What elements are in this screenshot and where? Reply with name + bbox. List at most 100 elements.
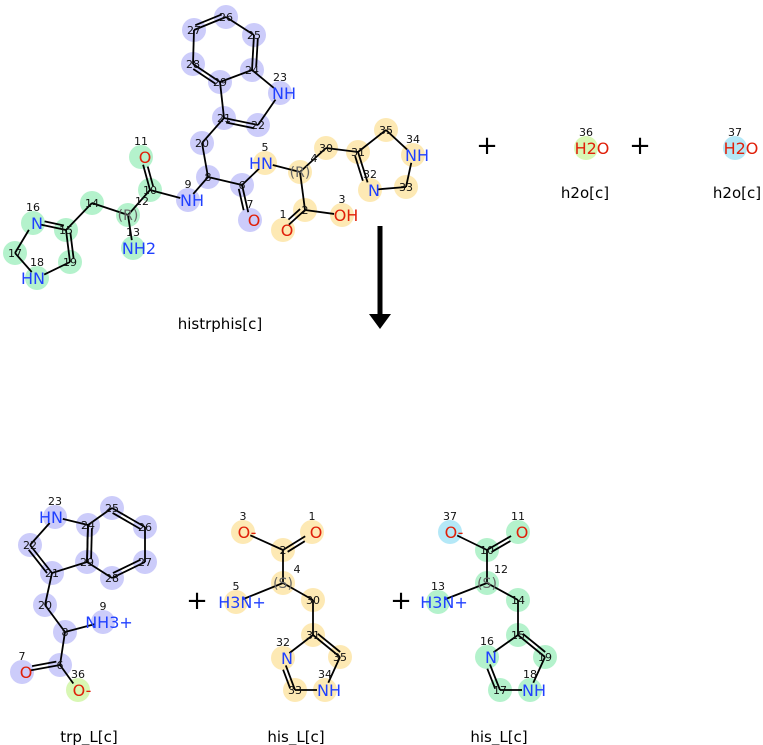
bond <box>517 634 546 658</box>
atom-highlight <box>574 136 598 160</box>
bond <box>142 164 151 191</box>
bond <box>312 634 341 658</box>
bond <box>192 176 209 195</box>
bond <box>29 544 53 574</box>
atom-number: 3 <box>240 510 247 523</box>
bond <box>219 69 253 83</box>
bond <box>40 223 67 231</box>
atom-number: 20 <box>38 599 52 612</box>
atom-label: O <box>281 221 294 240</box>
atom-number: 12 <box>494 563 508 576</box>
atom-label: N <box>368 181 380 200</box>
atom-label: O <box>310 523 323 542</box>
atom-number: 5 <box>262 141 269 154</box>
atom-label: O- <box>238 523 257 542</box>
atom-number: 14 <box>511 594 525 607</box>
atom-label: O <box>248 211 261 230</box>
double-bond <box>522 633 546 653</box>
atom-number: 27 <box>138 556 152 569</box>
atom-number: 31 <box>306 629 320 642</box>
atom-label: NH3+ <box>85 613 133 632</box>
atom-highlight <box>518 678 542 702</box>
atom-highlight <box>475 645 499 669</box>
atom-number: 35 <box>379 124 393 137</box>
bond <box>532 656 546 684</box>
double-bond <box>287 208 301 221</box>
bond <box>377 186 407 191</box>
atom-number: 35 <box>333 651 347 664</box>
bond <box>87 507 113 526</box>
bond <box>288 209 306 226</box>
double-bond <box>354 155 364 181</box>
bond <box>111 507 146 528</box>
atom-label: HN <box>21 269 45 288</box>
atom-label: N <box>485 648 497 667</box>
bond <box>257 99 277 126</box>
atom-number: 22 <box>251 119 265 132</box>
bond <box>486 535 512 551</box>
atom-number: 4 <box>294 563 301 576</box>
atom-label: OH <box>334 206 359 225</box>
atom-number: 29 <box>80 556 94 569</box>
double-bond <box>486 668 497 690</box>
atom-number: 37 <box>728 126 742 139</box>
atom-label: NH2 <box>122 239 156 258</box>
bond <box>288 634 314 654</box>
atom-number: 1 <box>280 208 287 221</box>
bond <box>405 162 413 188</box>
bond <box>192 63 221 83</box>
plus-sign: + <box>390 586 412 616</box>
atom-highlight <box>271 646 295 670</box>
atom-label: H2O <box>575 139 610 158</box>
atom-number: 36 <box>579 126 593 139</box>
double-bond <box>194 13 223 26</box>
atom-number: 13 <box>126 226 140 239</box>
bond <box>64 623 96 633</box>
atom-label: H2O <box>724 139 759 158</box>
atom-label: HN <box>249 154 273 173</box>
atom-number: 29 <box>213 76 227 89</box>
bond <box>219 81 225 119</box>
bond <box>59 664 75 685</box>
atom-number: 11 <box>511 510 525 523</box>
atom-number: 10 <box>143 184 157 197</box>
atom-highlight <box>330 203 354 227</box>
molecule-name-h2o: h2o[c] <box>713 184 761 202</box>
atom-label: N <box>281 649 293 668</box>
stereo-label: (S) <box>273 576 293 592</box>
atom-number: 10 <box>480 544 494 557</box>
atom-label: NH <box>317 681 341 700</box>
bond <box>43 261 71 276</box>
atom-highlight <box>300 520 324 544</box>
bond <box>201 117 225 144</box>
bond <box>207 176 243 186</box>
bond <box>86 561 113 579</box>
double-bond <box>317 633 341 653</box>
bond <box>62 518 89 526</box>
bond <box>223 117 259 126</box>
atom-number: 9 <box>185 178 192 191</box>
molecule-name-his: his_L[c] <box>470 728 527 745</box>
atom-number: 20 <box>195 137 209 150</box>
double-bond <box>192 68 216 85</box>
bond <box>59 631 66 666</box>
bond <box>65 202 93 231</box>
atom-number: 17 <box>8 247 22 260</box>
atom-number: 30 <box>306 594 320 607</box>
double-bond <box>31 660 57 667</box>
bond <box>193 16 227 31</box>
atom-number: 34 <box>318 668 332 681</box>
atom-highlight <box>66 678 90 702</box>
double-bond <box>112 512 141 530</box>
atom-label: N <box>31 214 43 233</box>
atom-number: 21 <box>217 112 231 125</box>
atom-highlight <box>723 136 747 160</box>
atom-number: 23 <box>273 71 287 84</box>
atom-number: 25 <box>247 29 261 42</box>
double-bond <box>282 669 292 689</box>
bond <box>327 656 341 684</box>
plus-sign: + <box>476 131 498 161</box>
atom-highlight <box>224 590 248 614</box>
atom-highlight <box>231 520 255 544</box>
